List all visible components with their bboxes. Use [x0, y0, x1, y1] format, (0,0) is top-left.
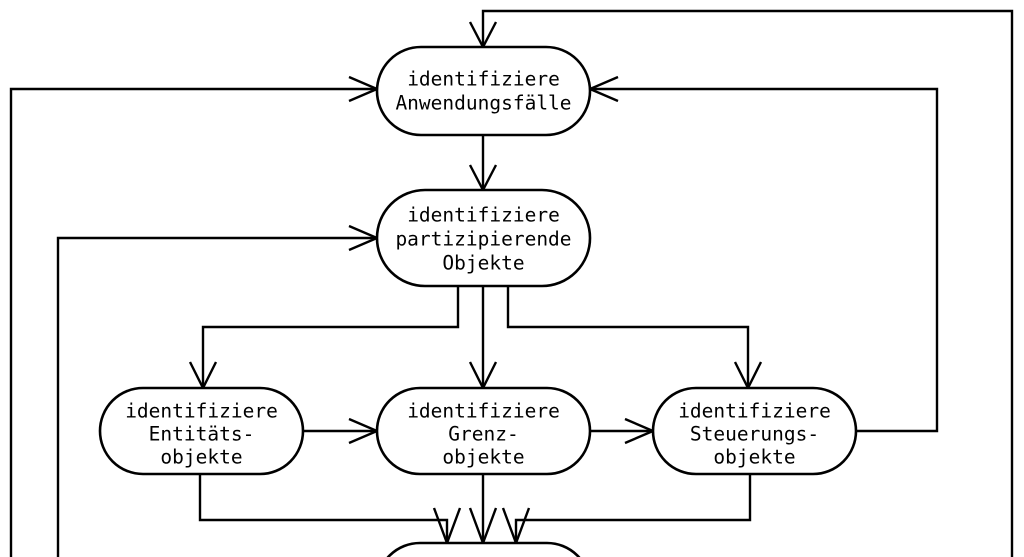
node-grenzobjekte[interactable]: identifiziere Grenz- objekte — [375, 386, 592, 476]
node-steuerungsobjekte-shape[interactable] — [651, 386, 858, 476]
node-entitaetsobjekte[interactable]: identifiziere Entitäts- objekte — [98, 386, 305, 476]
node-anwendungsfaelle-shape[interactable] — [375, 45, 592, 137]
node-partizipierende-objekte[interactable]: identifiziere partizipierende Objekte — [375, 188, 592, 288]
edge-steuerungs-to-bottom — [501, 474, 752, 547]
node-partizipierende-objekte-line3: Objekte — [442, 252, 524, 275]
node-steuerungsobjekte-line3: objekte — [713, 446, 795, 469]
node-bottom-partial-shape[interactable] — [377, 541, 590, 557]
edges-layer — [9, 9, 1014, 557]
node-grenzobjekte-shape[interactable] — [375, 386, 592, 476]
node-anwendungsfaelle[interactable]: identifiziere Anwendungsfälle — [375, 45, 592, 137]
edge-partizipierende-to-steuerungs — [506, 286, 763, 391]
edge-partizipierende-to-entitaets — [188, 286, 460, 391]
node-entitaetsobjekte-line2: Entitäts- — [149, 423, 255, 446]
edge-entitaets-to-grenz — [303, 417, 381, 445]
node-grenzobjekte-line3: objekte — [442, 446, 524, 469]
edge-anwendungsfaelle-to-partizipierende — [468, 135, 498, 193]
node-grenzobjekte-line1: identifiziere — [407, 400, 560, 423]
node-anwendungsfaelle-line2: Anwendungsfälle — [395, 92, 571, 115]
edge-grenz-to-bottom — [468, 474, 498, 547]
node-bottom-partial[interactable] — [377, 541, 590, 557]
node-partizipierende-objekte-shape[interactable] — [375, 188, 592, 288]
node-partizipierende-objekte-line2: partizipierende — [395, 228, 571, 251]
node-entitaetsobjekte-shape[interactable] — [98, 386, 305, 476]
node-partizipierende-objekte-line1: identifiziere — [407, 204, 560, 227]
node-steuerungsobjekte-line1: identifiziere — [678, 400, 831, 423]
node-steuerungsobjekte[interactable]: identifiziere Steuerungs- objekte — [651, 386, 858, 476]
node-anwendungsfaelle-line1: identifiziere — [407, 68, 560, 91]
edge-right-loop-into-anwendungsfaelle — [586, 75, 939, 433]
edge-left-loop-into-anwendungsfaelle — [9, 75, 381, 557]
edge-partizipierende-to-grenz — [468, 286, 498, 391]
edge-grenz-to-steuerungs — [590, 417, 657, 445]
edge-entitaets-to-bottom — [198, 474, 462, 547]
node-grenzobjekte-line2: Grenz- — [448, 423, 518, 446]
node-steuerungsobjekte-line2: Steuerungs- — [690, 423, 819, 446]
node-entitaetsobjekte-line3: objekte — [160, 446, 242, 469]
node-entitaetsobjekte-line1: identifiziere — [125, 400, 278, 423]
